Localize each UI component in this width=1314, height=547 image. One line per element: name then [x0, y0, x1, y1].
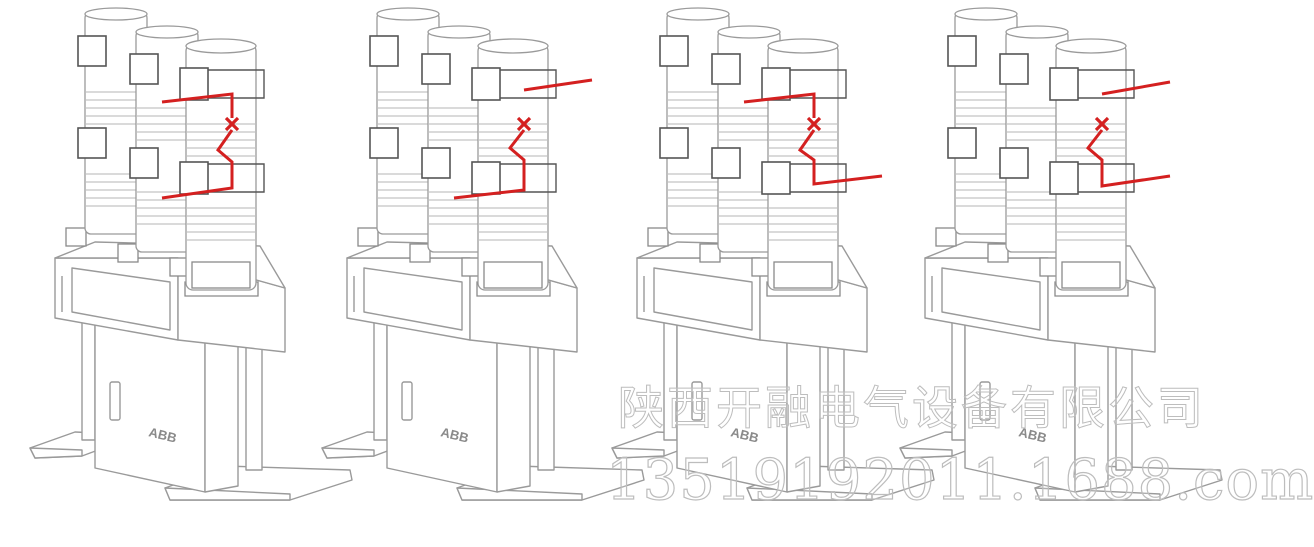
circuit-wiring-unit-2 — [453, 78, 593, 200]
abb-logo: ABB — [1017, 424, 1048, 445]
switchgear-unit-1: ABB — [29, 7, 353, 501]
switchgear-diagram: ABB ABB ABB ABB — [29, 7, 1223, 501]
wire-line — [1085, 129, 1171, 188]
switchgear-unit-4: ABB — [899, 7, 1223, 501]
circuit-wiring-unit-4 — [1085, 80, 1171, 188]
circuit-wiring-unit-3 — [743, 92, 883, 186]
wire-line — [1101, 80, 1171, 96]
wire-line — [453, 129, 526, 200]
switchgear-unit-3: ABB — [611, 7, 935, 501]
contact-cross-icon — [1094, 116, 1110, 132]
abb-logo: ABB — [439, 424, 470, 445]
wiring-layer — [161, 78, 1171, 200]
wire-line — [797, 129, 883, 186]
switchgear-unit-2: ABB — [321, 7, 645, 501]
contact-cross-icon — [516, 116, 532, 132]
abb-logo: ABB — [147, 424, 178, 445]
circuit-wiring-unit-1 — [161, 92, 240, 200]
wire-line — [743, 92, 816, 118]
wire-line — [161, 129, 234, 200]
abb-logo: ABB — [729, 424, 760, 445]
units-layer: ABB ABB ABB ABB — [29, 7, 1223, 501]
wire-line — [161, 92, 234, 118]
contact-cross-icon — [224, 116, 240, 132]
contact-cross-icon — [806, 116, 822, 132]
wire-line — [523, 78, 593, 92]
